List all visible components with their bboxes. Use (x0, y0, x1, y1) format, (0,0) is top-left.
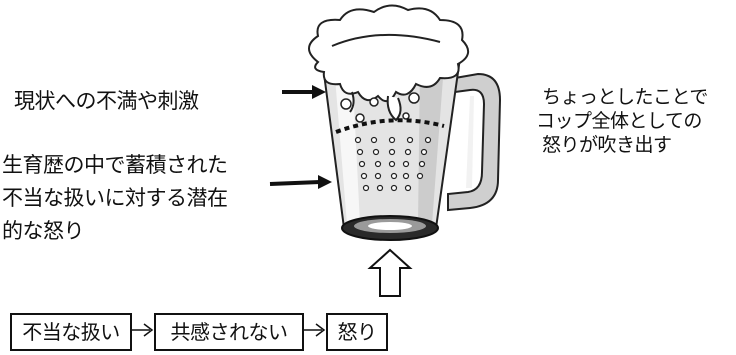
label-accumulated-line3: 的な怒り (2, 219, 85, 243)
flow-arrow-2-icon (304, 323, 326, 337)
mug-handle (447, 72, 502, 212)
label-result-line1: ちょっとしたことで (542, 86, 708, 108)
flow-box-anger: 怒り (326, 313, 388, 351)
label-accumulated-line2: 不当な扱いに対する潜在 (2, 186, 228, 210)
label-result-line3: 怒りが吹き出す (542, 134, 672, 156)
arrow-current-icon (282, 85, 326, 99)
label-result-line2: コップ全体としての (536, 110, 702, 132)
label-current: 現状への不満や刺激 (14, 89, 199, 113)
flow-box-unfair-treatment: 不当な扱い (10, 313, 132, 351)
arrow-accumulated-icon (269, 175, 332, 189)
flow-arrow-1-icon (132, 323, 154, 337)
flow-box-no-empathy: 共感されない (154, 313, 304, 351)
up-arrow-icon (367, 248, 413, 297)
beer-foam (308, 4, 469, 103)
label-accumulated-line1: 生育歴の中で蓄積された (2, 153, 228, 177)
